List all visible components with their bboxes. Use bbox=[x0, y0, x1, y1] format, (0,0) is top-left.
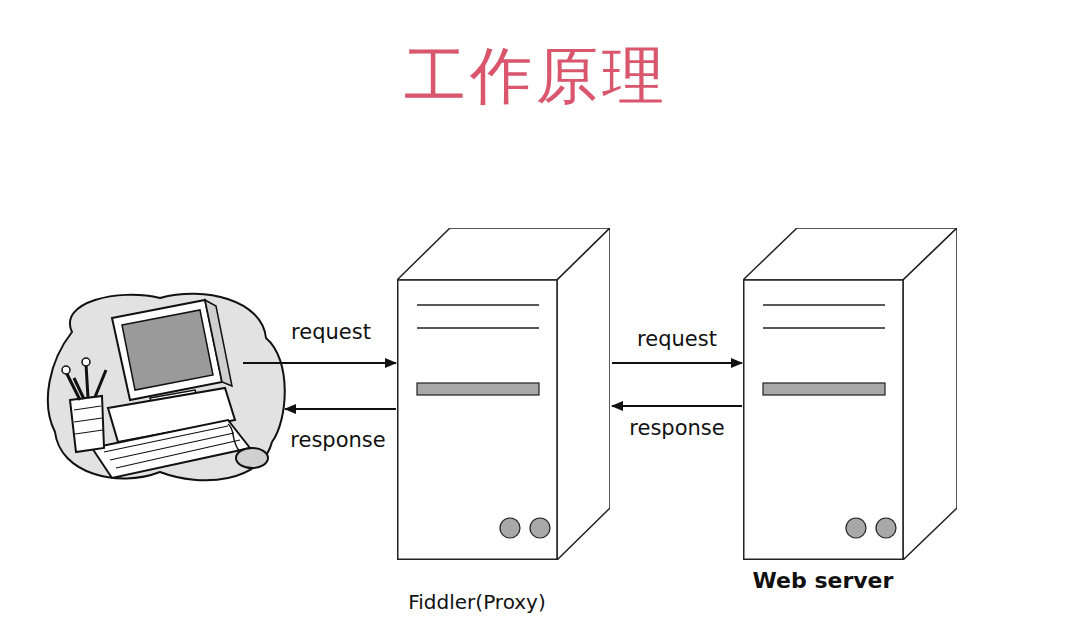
screen bbox=[122, 310, 213, 390]
server-front bbox=[398, 280, 557, 559]
keyboard bbox=[92, 420, 250, 478]
cloud-shape bbox=[48, 294, 285, 480]
server-side bbox=[903, 228, 957, 560]
button bbox=[530, 518, 550, 538]
server-side bbox=[557, 228, 610, 560]
pens bbox=[66, 364, 106, 400]
button bbox=[876, 518, 896, 538]
server-label: Fiddler(Proxy) bbox=[408, 590, 545, 614]
mouse bbox=[236, 448, 268, 468]
server-box: Web server bbox=[743, 228, 957, 560]
server-outline bbox=[397, 228, 610, 560]
connector-arrow bbox=[612, 362, 742, 364]
title: 工作原理 bbox=[0, 34, 1072, 118]
edge-label: request bbox=[637, 327, 717, 351]
mouse-cable bbox=[228, 424, 240, 452]
arrow-label: response bbox=[290, 428, 385, 452]
button bbox=[846, 518, 866, 538]
server-label: Web server bbox=[753, 568, 894, 593]
arrow-label: request bbox=[291, 320, 371, 344]
edge-label: response bbox=[629, 416, 724, 440]
server-outline bbox=[743, 228, 957, 560]
keyboard-keys bbox=[104, 426, 240, 468]
server-front bbox=[744, 280, 903, 559]
drive-slot bbox=[417, 383, 539, 395]
monitor-side bbox=[205, 300, 232, 386]
drive-slot bbox=[763, 383, 885, 395]
monitor bbox=[112, 300, 222, 400]
request-arrow bbox=[243, 362, 396, 364]
connector-arrow bbox=[612, 405, 742, 407]
response-arrow bbox=[285, 408, 396, 410]
server-box: Fiddler(Proxy) bbox=[397, 228, 610, 560]
pen-cup bbox=[70, 396, 104, 452]
button bbox=[500, 518, 520, 538]
